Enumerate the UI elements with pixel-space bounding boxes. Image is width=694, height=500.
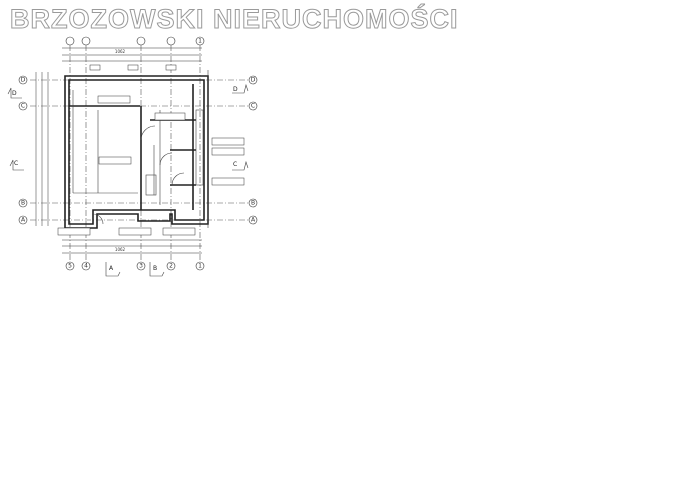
section-c-right-label: C (233, 161, 237, 168)
grid-col-1: 1 (198, 263, 202, 270)
section-markers: A B C C D D (7, 83, 249, 277)
grid-col-5: 5 (68, 263, 72, 270)
left-dimension-lines (35, 72, 49, 226)
grid-row-a-left: A (21, 217, 26, 224)
grid-row-a-right: A (251, 217, 256, 224)
grid-col-2: 2 (169, 263, 173, 270)
section-a-label: A (109, 265, 114, 272)
top-total-dimension: 1062 (115, 49, 126, 54)
grid-row-d-left: D (21, 77, 26, 84)
grid-row-b-left: B (21, 200, 25, 207)
grid-lines-columns (69, 45, 201, 262)
section-b-label: B (153, 265, 157, 272)
grid-row-d-right: D (251, 77, 256, 84)
row-grid-bubbles: D C B A D C B A (18, 75, 258, 225)
watermark: BRZOZOWSKI NIERUCHOMOŚCI (10, 4, 459, 34)
column-grid-bubbles: 5 4 3 2 1 1 (65, 36, 205, 271)
bottom-dimension-lines: 1062 (62, 239, 202, 254)
section-c-left-label: C (14, 160, 18, 167)
top-dimension-lines: 1062 (62, 47, 202, 62)
bottom-total-dimension: 1062 (115, 247, 126, 252)
grid-row-b-right: B (251, 200, 255, 207)
grid-col-1-top: 1 (198, 38, 202, 45)
grid-lines-rows (30, 79, 248, 221)
grid-col-4: 4 (84, 263, 88, 270)
section-d-left-label: D (12, 90, 17, 97)
grid-row-c-left: C (21, 103, 25, 110)
section-d-right-label: D (233, 86, 238, 93)
room-tags (57, 64, 245, 236)
interior-lines (72, 90, 185, 225)
walls (64, 70, 209, 229)
grid-row-c-right: C (251, 103, 255, 110)
grid-col-3: 3 (139, 263, 143, 270)
